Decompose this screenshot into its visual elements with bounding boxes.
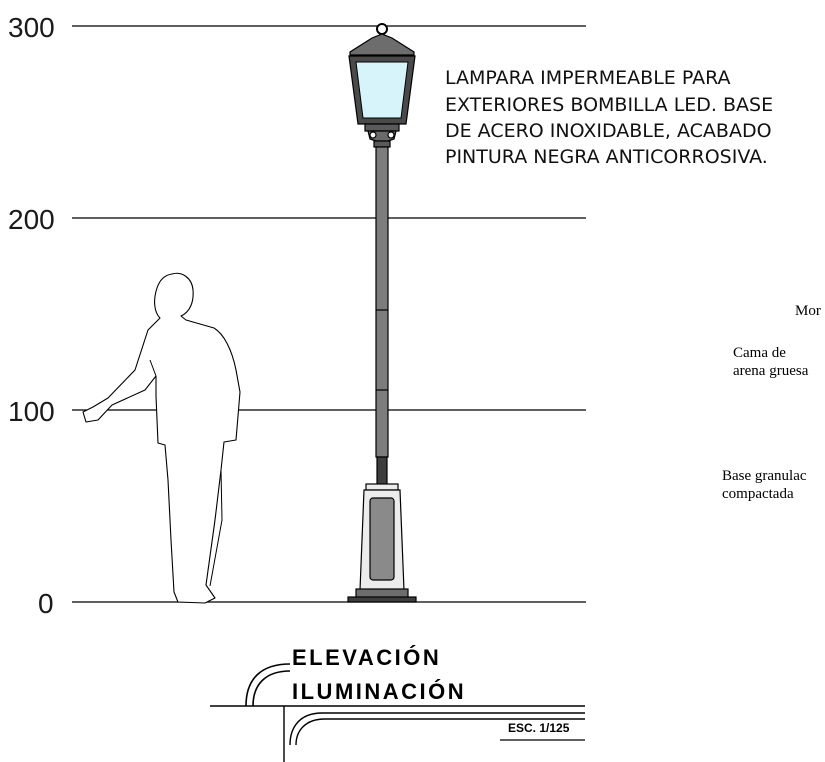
title-scale: ESC. 1/125 [508, 721, 570, 735]
side-note-cama-2: arena gruesa [733, 363, 809, 379]
pole-lower [376, 456, 388, 486]
description-line-2: EXTERIORES BOMBILLA LED. BASE [445, 94, 773, 116]
human-silhouette [82, 272, 241, 604]
scale-labels: 300 200 100 0 [8, 12, 55, 619]
side-note-mon: Mor [795, 303, 821, 319]
lamp-collar [364, 123, 400, 132]
scale-label-100: 100 [8, 396, 55, 427]
lamp-finial-ring [376, 23, 388, 35]
title-block [210, 663, 585, 762]
lamp-post [347, 23, 417, 603]
title-arc-inner [252, 670, 291, 707]
side-note-base-1: Base granulac [722, 468, 807, 484]
title-line-1: ELEVACIÓN [292, 645, 441, 670]
description-line-4: PINTURA NEGRA ANTICORROSIVA. [445, 146, 768, 168]
scale-label-300: 300 [8, 12, 55, 43]
lamp-ornament-left [369, 131, 377, 139]
lamp-roof [349, 33, 415, 56]
lamp-ornament-right [387, 131, 395, 139]
title-lower-curve-2 [295, 718, 585, 746]
base-panel [369, 497, 395, 581]
base-plate [347, 596, 417, 603]
scale-label-200: 200 [8, 204, 55, 235]
title-lower-curve-1 [289, 712, 585, 746]
base-cap [365, 483, 399, 491]
title-arc-outer [245, 663, 291, 707]
description-line-3: DE ACERO INOXIDABLE, ACABADO [445, 120, 772, 142]
description-line-1: LAMPARA IMPERMEABLE PARA [445, 67, 731, 89]
pole-shaft [375, 146, 389, 458]
human-arm-line [149, 359, 223, 587]
title-line-2: ILUMINACIÓN [292, 679, 466, 704]
lamp-neck [373, 140, 391, 148]
side-note-cama-1: Cama de [733, 345, 786, 361]
side-note-base-2: compactada [722, 486, 794, 502]
scale-label-0: 0 [38, 588, 54, 619]
lamp-glass [355, 61, 409, 119]
